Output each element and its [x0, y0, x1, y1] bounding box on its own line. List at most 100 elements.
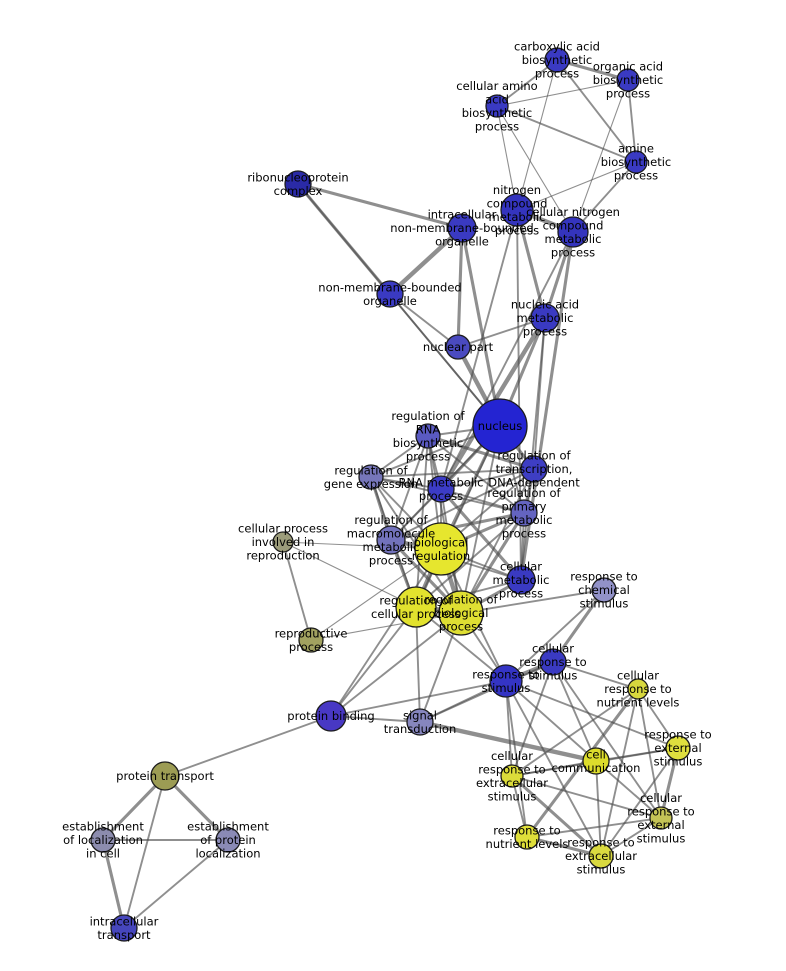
edge-amino-amine [496, 105, 637, 163]
edge-cellResp-crNutr [552, 661, 639, 690]
node-cellComm[interactable] [582, 747, 610, 775]
node-respChem[interactable] [591, 577, 617, 603]
edge-respExt-respExtra [600, 747, 679, 857]
edge-regTxn-regMacro [390, 468, 535, 541]
node-carb[interactable] [544, 47, 570, 73]
node-nucleic[interactable] [530, 303, 560, 333]
node-cpir[interactable] [272, 531, 294, 553]
node-bioReg[interactable] [414, 522, 468, 576]
node-regMacro[interactable] [376, 525, 406, 555]
edge-respNutr-respExtra [525, 835, 603, 858]
edge-rnaMet-regPrim [440, 488, 525, 514]
node-nucleus[interactable] [472, 398, 528, 454]
edge-sigTrans-cellComm [417, 719, 599, 764]
node-estProt[interactable] [215, 827, 241, 853]
node-respNutr[interactable] [514, 824, 540, 850]
node-rnaMet[interactable] [427, 475, 455, 503]
node-respExt[interactable] [665, 735, 691, 761]
edge-regPrim-regMacro [389, 511, 526, 542]
edge-regRNA-regCell [415, 435, 429, 608]
edge-respStim-respNutr [505, 680, 528, 838]
edge-regTxn-rnaMet [440, 468, 535, 490]
edge-cellResp-cellComm [552, 661, 597, 762]
edge-nucleic-cellMet [520, 317, 546, 581]
edge-orga-cnitro [572, 79, 629, 233]
node-crNutr[interactable] [627, 678, 649, 700]
node-layer [90, 47, 691, 942]
node-regTxn[interactable] [520, 455, 548, 483]
node-nmb[interactable] [376, 280, 404, 308]
edge-respStim-cellComm [505, 680, 597, 762]
edge-layer [101, 58, 680, 930]
edge-carb-amine [556, 59, 637, 163]
node-inmb[interactable] [447, 213, 477, 243]
node-protBind[interactable] [315, 700, 347, 732]
node-cellResp[interactable] [539, 648, 567, 676]
edge-cellResp-respChem [551, 588, 606, 664]
edge-amine-nitro [516, 161, 637, 211]
edge-estLoc-intraTrans [101, 838, 126, 930]
node-regGene[interactable] [358, 464, 384, 490]
edge-amino-cnitro [496, 105, 574, 233]
edge-crNutr-respExtra [600, 688, 639, 857]
edge-regBio-repro [310, 612, 462, 641]
node-regRNA[interactable] [415, 423, 441, 449]
edge-protTrans-estProt [163, 774, 230, 842]
edge-regTxn-regBio [460, 468, 535, 614]
edge-carb-nitro [516, 59, 558, 211]
edge-amine-cnitro [572, 161, 637, 233]
node-protTrans[interactable] [150, 761, 180, 791]
edge-nmb-nucpart [389, 293, 459, 348]
node-respStim[interactable] [489, 664, 523, 698]
node-nucpart[interactable] [445, 334, 471, 360]
edge-cellComm-crExt [595, 760, 662, 819]
edge-protBind-bioReg [330, 548, 442, 717]
node-cellMet[interactable] [506, 565, 536, 595]
node-regPrim[interactable] [510, 499, 538, 527]
node-respExtra[interactable] [588, 843, 614, 869]
node-nitro[interactable] [500, 193, 534, 227]
edge-crExtra-crExt [511, 775, 662, 819]
edge-protBind-respStim [330, 680, 507, 717]
edge-respNutr-crExt [526, 817, 662, 838]
edge-protBind-regBio [330, 612, 462, 717]
edge-regBio-respChem [460, 589, 605, 614]
node-sigTrans[interactable] [406, 708, 434, 736]
node-intraTrans[interactable] [110, 914, 138, 942]
node-crExt[interactable] [649, 806, 673, 830]
node-amino[interactable] [485, 94, 509, 118]
edge-regRNA-regTxn [426, 434, 536, 471]
node-repro[interactable] [298, 627, 324, 653]
node-crExtra[interactable] [500, 764, 524, 788]
edge-nucleic-nucpart [457, 317, 546, 348]
edge-inmb-nmb [387, 225, 465, 297]
edge-protBind-protTrans [164, 715, 332, 777]
edge-orga-amine [627, 79, 637, 163]
edge-inmb-nucleus [460, 226, 502, 428]
edge-crExtra-respExtra [510, 774, 603, 858]
node-orga[interactable] [616, 68, 640, 92]
node-ribo[interactable] [284, 170, 312, 198]
node-regBio[interactable] [438, 590, 484, 636]
edge-nitro-nucleic [515, 208, 547, 320]
edge-ribo-inmb [296, 182, 464, 230]
edge-respStim-respExt [505, 680, 679, 749]
edge-inmb-nucpart [456, 226, 464, 349]
edge-amino-nitro [496, 105, 518, 211]
node-estLoc[interactable] [90, 827, 116, 853]
node-amine[interactable] [624, 150, 648, 174]
edge-protTrans-estLoc [101, 774, 167, 842]
edge-cellResp-crExt [552, 661, 662, 819]
edge-regRNA-regPrim [427, 435, 525, 514]
node-cnitro[interactable] [557, 216, 589, 248]
edge-regCell-cpir [282, 541, 417, 608]
edge-protBind-regCell [330, 606, 417, 717]
node-regCell[interactable] [395, 586, 437, 628]
edge-cellComm-respExtra [595, 760, 602, 857]
edge-estProt-intraTrans [123, 839, 229, 929]
edge-cpir-repro [282, 541, 312, 641]
edge-cellResp-crExtra [511, 661, 554, 777]
edge-orga-amino [496, 79, 629, 107]
